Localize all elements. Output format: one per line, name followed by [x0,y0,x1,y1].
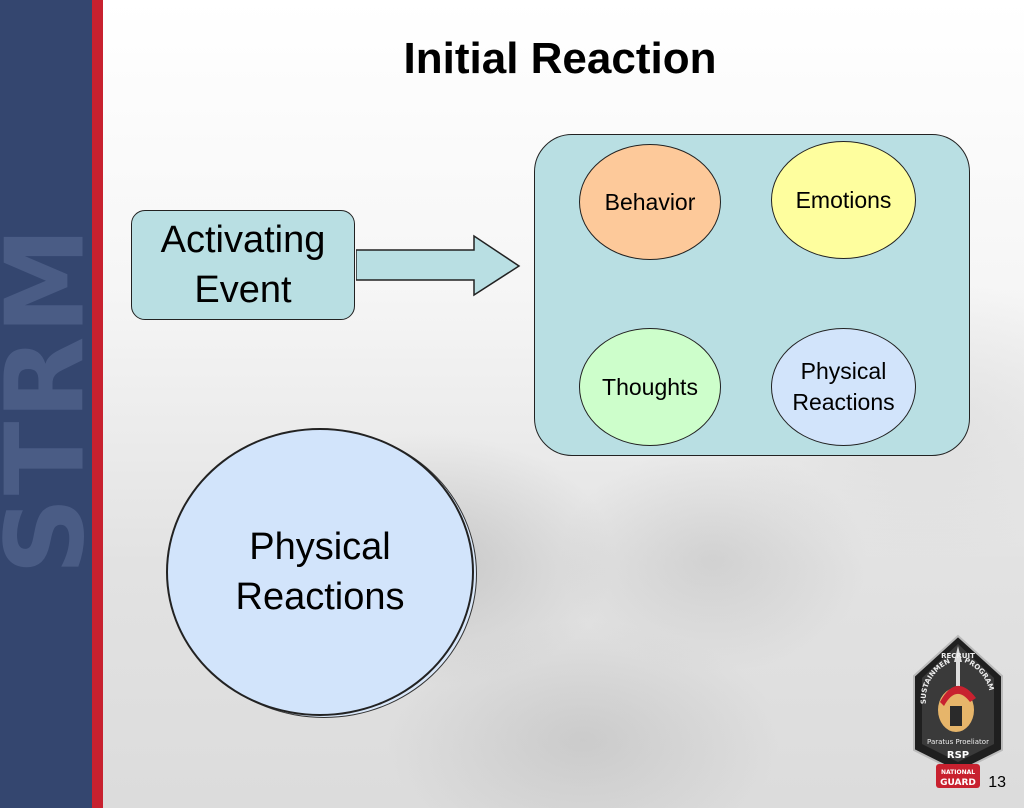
activating-event-line2: Event [194,269,292,311]
activating-event-box: Activating Event [131,210,355,320]
physical-reactions-oval: Physical Reactions [771,328,916,446]
rsp-badge-logo: SUSTAINMENT RECRUIT PROGRAM Paratus Proe… [904,632,1003,788]
physical-reactions-label-line1: Physical [800,358,887,384]
side-stripe [92,0,103,808]
page-number: 13 [988,774,1006,791]
emotions-oval: Emotions [771,141,916,259]
right-arrow-icon [356,234,521,297]
activating-event-line1: Activating [160,219,326,261]
emotions-label: Emotions [795,187,892,213]
badge-org-line2: GUARD [940,778,976,788]
thoughts-label: Thoughts [602,373,698,400]
badge-motto: Paratus Proeliator [927,738,989,746]
focus-label-line2: Reactions [235,576,405,618]
focus-physical-reactions-oval: Physical Reactions [166,428,474,716]
behavior-label: Behavior [604,188,696,215]
behavior-oval: Behavior [579,144,721,260]
thoughts-oval: Thoughts [579,328,721,446]
badge-abbr: RSP [947,750,969,761]
badge-org-line1: NATIONAL [941,769,975,776]
focus-label-line1: Physical [249,526,391,568]
physical-reactions-label-line2: Reactions [792,389,895,415]
slide-title: Initial Reaction [403,34,717,83]
badge-text-top: RECRUIT [941,652,975,660]
side-band: STRM [0,0,109,808]
